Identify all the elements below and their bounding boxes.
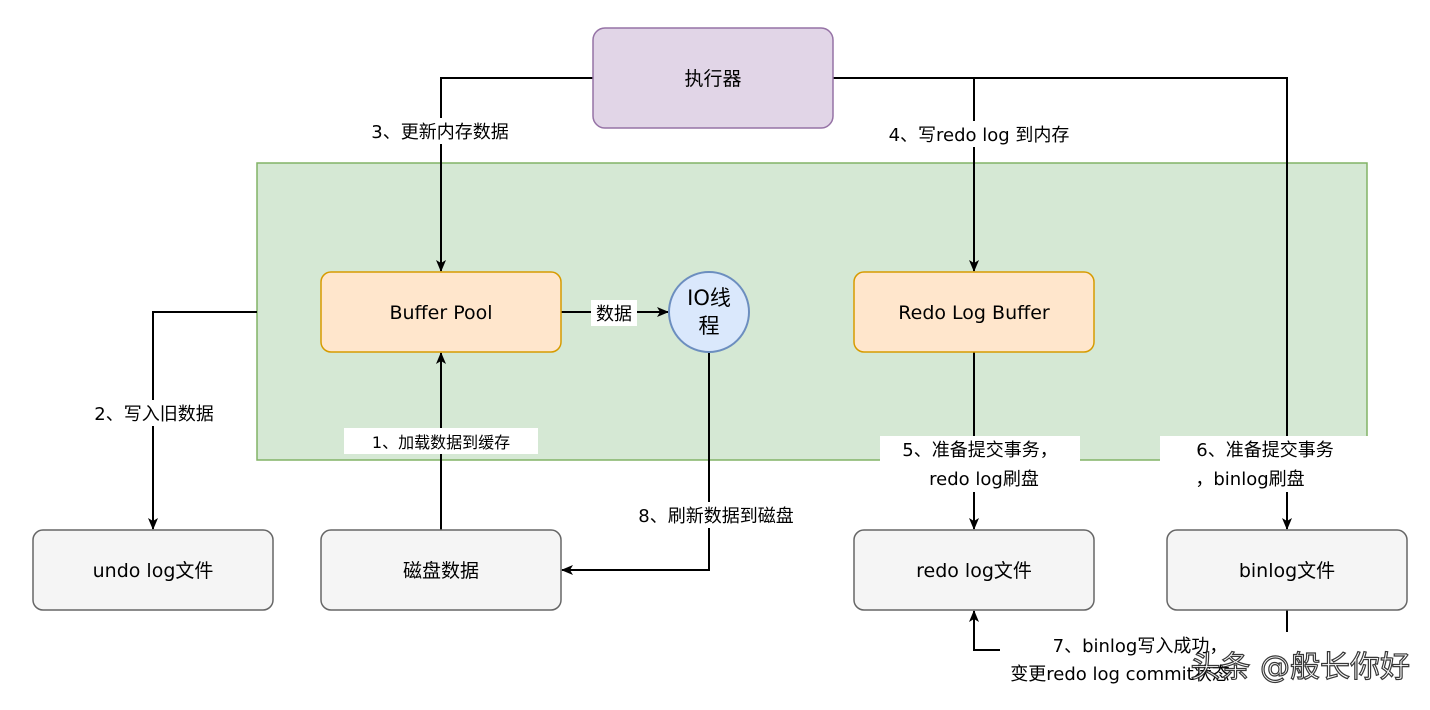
executor-label: 执行器 [684, 68, 741, 90]
disk-data-box [320, 529, 562, 611]
edge-step8 [561, 352, 710, 575]
step6-label-2: ，binlog刷盘 [1195, 469, 1304, 490]
buffer-pool-label: Buffer Pool [389, 302, 492, 324]
edge-step2 [148, 311, 257, 530]
step1-label: 1、加载数据到缓存 [372, 433, 510, 452]
binlog-file-box [1166, 529, 1408, 611]
disk-data-label: 磁盘数据 [403, 560, 479, 582]
step6-label-1: 6、准备提交事务 [1196, 440, 1333, 461]
step8-label: 8、刷新数据到磁盘 [638, 506, 793, 527]
watermark: 头条 @般长你好 [1190, 650, 1410, 685]
undo-log-file-box [32, 529, 274, 611]
data-label: 数据 [596, 304, 632, 325]
redo-log-file-box [853, 529, 1095, 611]
io-thread-label-1: IO线 [687, 286, 731, 310]
redo-log-buffer-box [853, 271, 1095, 353]
binlog-file-label: binlog文件 [1239, 560, 1335, 582]
step2-label: 2、写入旧数据 [94, 404, 213, 425]
step7-label-1: 7、binlog写入成功， [1053, 636, 1228, 657]
edge-step6 [833, 77, 1292, 530]
io-thread-label-2: 程 [699, 314, 720, 338]
undo-log-file-label: undo log文件 [93, 560, 214, 582]
buffer-pool-box [320, 271, 562, 353]
edge-step3 [436, 77, 593, 272]
executor-box [592, 27, 834, 129]
step3-label: 3、更新内存数据 [371, 122, 508, 143]
step5-label-1: 5、准备提交事务， [902, 440, 1057, 461]
step4-label: 4、写redo log 到内存 [889, 125, 1070, 146]
step5-label-2: redo log刷盘 [929, 469, 1039, 490]
redo-log-buffer-label: Redo Log Buffer [898, 302, 1050, 324]
redo-log-file-label: redo log文件 [916, 560, 1032, 582]
step7-label-2: 变更redo log commit状态 [1010, 664, 1229, 685]
io-thread-circle [668, 271, 750, 353]
